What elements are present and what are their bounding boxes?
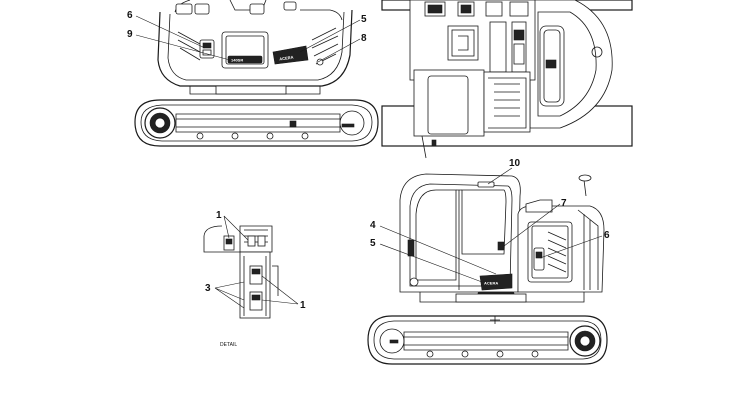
brand-decal-bottom: ACERA [479, 273, 513, 291]
callout-5-top-left: 5 [361, 14, 367, 25]
sprocket [144, 107, 176, 139]
side-view-top-left: 140SR ACERA [157, 0, 353, 95]
callouts-detail: 1 3 1 [205, 210, 306, 311]
cab-top [413, 69, 485, 137]
model-decal-top: 140SR [227, 55, 263, 64]
callout-1-detail-right: 1 [300, 300, 306, 311]
detail-label: DETAIL [220, 342, 237, 348]
body-inner-outline [167, 11, 345, 81]
callouts-top-left: 6 9 5 8 [127, 10, 367, 63]
model-decal-top-text: 140SR [231, 58, 243, 63]
callout-10-bottom-right: 10 [509, 158, 521, 169]
callout-5-bottom-right: 5 [370, 238, 376, 249]
cab-front-window [415, 189, 457, 281]
brand-decal-bottom-text: ACERA [484, 281, 498, 286]
callout-4-bottom-right: 4 [370, 220, 376, 231]
idler [339, 110, 365, 136]
callout-3-detail: 3 [205, 283, 211, 294]
callout-1-detail-top: 1 [216, 210, 222, 221]
track-top-left [134, 99, 379, 147]
callout-7-bottom-right: 7 [561, 198, 567, 209]
top-view-top-right [381, 0, 633, 159]
track-outline [134, 99, 379, 147]
track-bottom-right [367, 315, 608, 365]
callout-6-bottom-right: 6 [604, 230, 610, 241]
callout-9-top-left: 9 [127, 29, 133, 40]
callout-8-top-left: 8 [361, 33, 367, 44]
detail-view: DETAIL [203, 225, 279, 348]
callouts-bottom-right: 10 7 4 5 6 [370, 158, 610, 283]
cab-side-window [461, 189, 507, 255]
brand-decal-top: ACERA [272, 45, 309, 65]
callout-6-top-left: 6 [127, 10, 133, 21]
side-view-bottom-right: ACERA 140SR [399, 173, 605, 303]
track-outline-bottom [367, 315, 608, 365]
brand-decal-top-text: ACERA [279, 55, 294, 62]
detail-panel [239, 251, 271, 319]
sprocket-bottom [569, 325, 601, 357]
